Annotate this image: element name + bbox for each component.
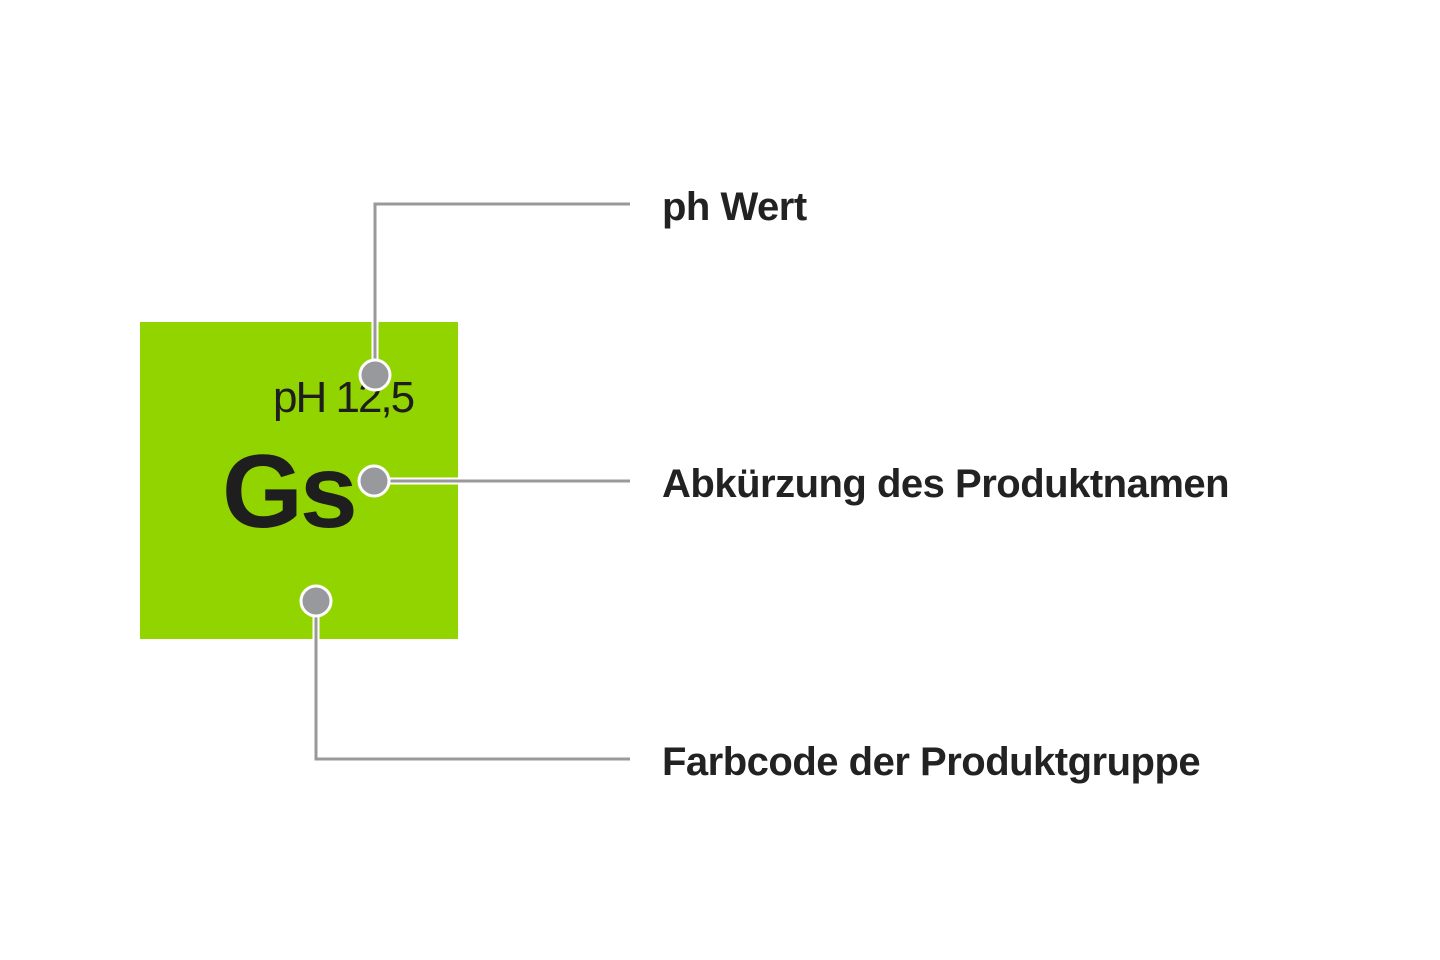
abbreviation-connector [357, 464, 630, 498]
ph-connector-dot [358, 358, 392, 392]
abbreviation-label: Abkürzung des Produktnamen [662, 462, 1230, 506]
ph-value-text: pH 12,5 [273, 373, 415, 422]
abbreviation-connector-dot [357, 464, 391, 498]
ph-connector [358, 200, 630, 392]
ph-label: ph Wert [662, 185, 807, 229]
product-abbreviation-text: Gs [222, 434, 358, 550]
color-code-connector [299, 584, 630, 763]
color-code-label: Farbcode der Produktgruppe [662, 740, 1201, 784]
color-code-connector-dot [299, 584, 333, 618]
